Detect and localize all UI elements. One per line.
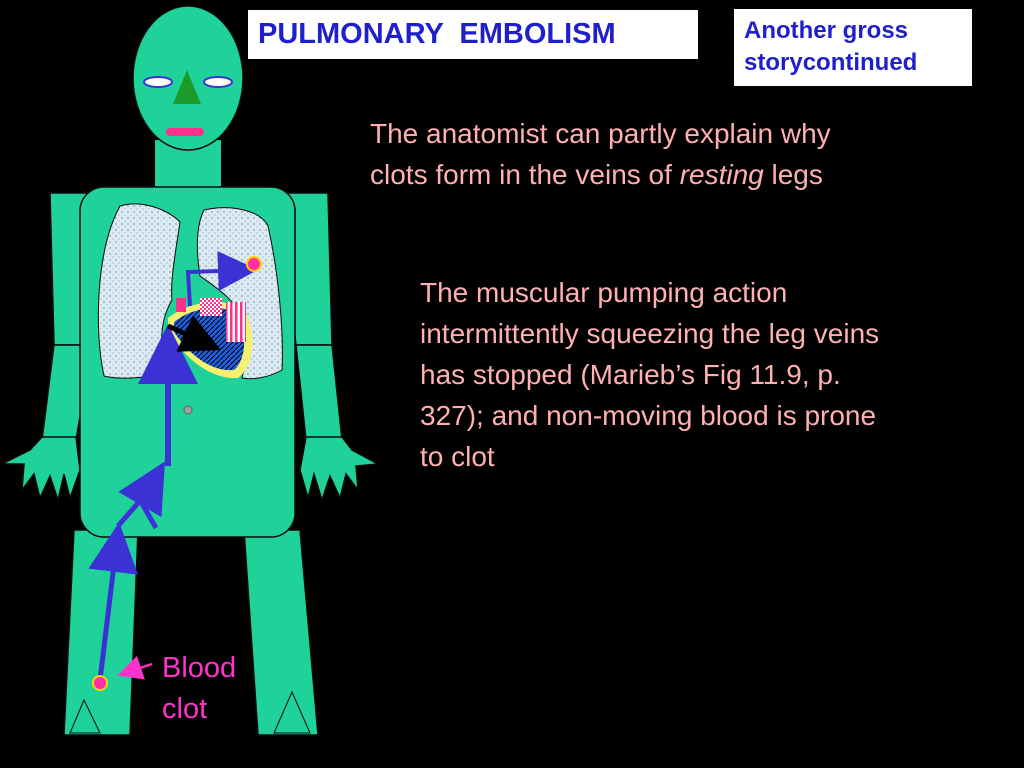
paragraph-1-line-1: The anatomist can partly explain why (370, 118, 831, 149)
paragraph-muscular-pump: The muscular pumping action intermittent… (420, 272, 1010, 477)
story-label-box: Another gross storycontinued (734, 9, 972, 86)
clot-pointer-arrow (117, 655, 153, 680)
clot-label-line-2: clot (162, 693, 208, 725)
paragraph-1-line-2-start: clots form in the veins of (370, 159, 680, 190)
right-leg (243, 529, 319, 736)
story-label-line-1: Another gross (744, 17, 909, 44)
left-foot-mark (69, 698, 101, 734)
title-box: PULMONARY EMBOLISM (248, 10, 698, 59)
left-leg (63, 529, 139, 736)
pelvic-vein (116, 461, 166, 528)
navel (183, 405, 193, 415)
heart-chamber-check (200, 298, 222, 316)
lung-clot (246, 256, 262, 272)
paragraph-2-line-5: to clot (420, 441, 495, 472)
blood-clot-label: Blood clot (162, 648, 236, 730)
paragraph-1-line-2: clots form in the veins of resting legs (370, 154, 990, 195)
paragraph-2-line-2: intermittently squeezing the leg veins (420, 318, 880, 349)
nose (173, 70, 201, 104)
paragraph-2-line-4: 327); and non-moving blood is prone (420, 400, 877, 431)
paragraph-2-line-1: The muscular pumping action (420, 277, 788, 308)
left-eye (143, 76, 173, 88)
paragraph-1-emphasis: resting (679, 159, 764, 190)
leg-clot (92, 675, 108, 691)
heart-flow-arrow (166, 315, 222, 352)
paragraph-1-line-2-end: legs (763, 159, 823, 190)
paragraph-anatomist: The anatomist can partly explain why clo… (370, 113, 990, 195)
iliac-branch (137, 498, 159, 530)
pulmonary-artery (185, 251, 258, 307)
slide-title: PULMONARY EMBOLISM (258, 18, 616, 50)
heart-chamber-stripes (226, 302, 246, 342)
right-lung (196, 207, 283, 380)
right-foot-mark (273, 690, 311, 734)
mouth (166, 128, 204, 136)
story-label-line-2: storycontinued (744, 49, 918, 76)
clot-label-line-1: Blood (162, 652, 237, 684)
left-hand (1, 436, 81, 503)
right-eye (203, 76, 233, 88)
leg-vein (88, 522, 138, 681)
right-hand (299, 436, 381, 503)
paragraph-2-line-3: has stopped (Marieb’s Fig 11.9, p. (420, 359, 841, 390)
heart-valve (176, 298, 186, 312)
right-forearm (295, 344, 343, 441)
